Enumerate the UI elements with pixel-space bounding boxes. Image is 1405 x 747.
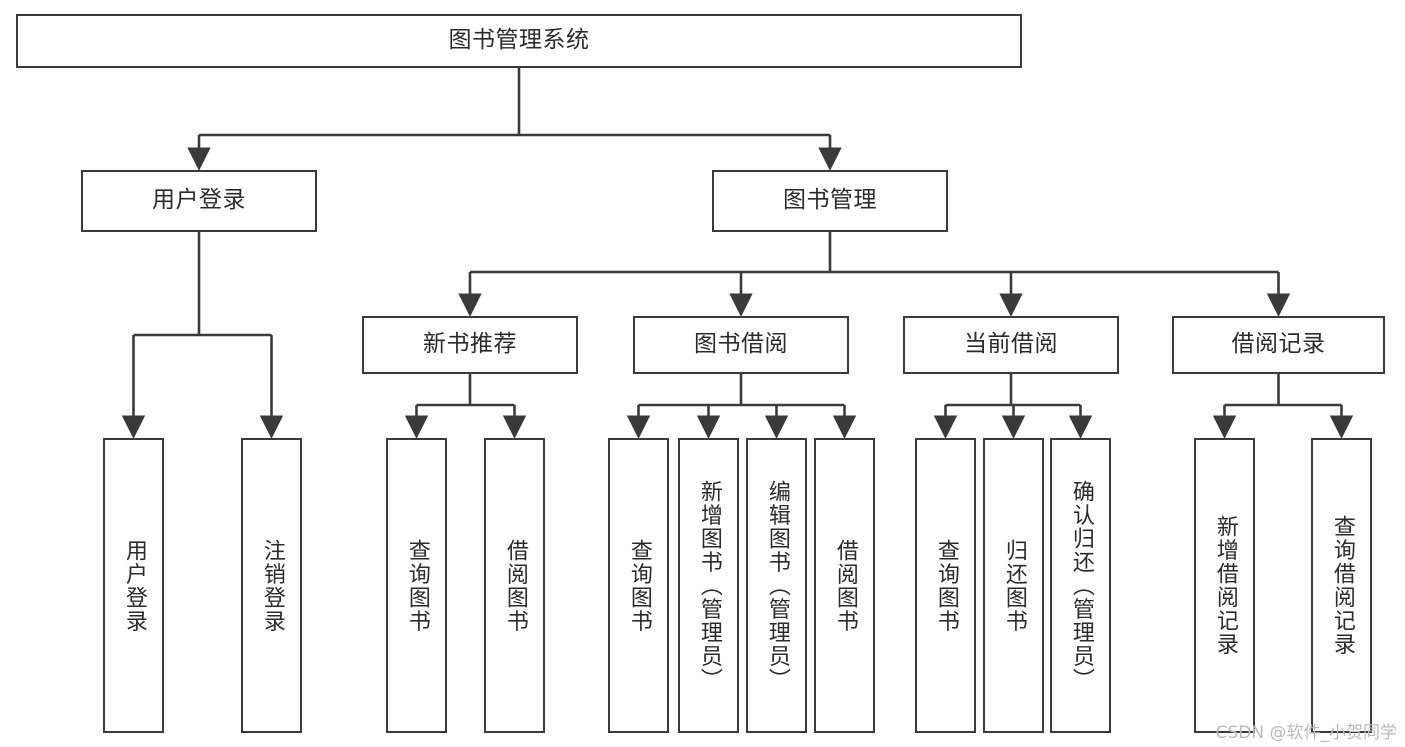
flow-node[interactable]: 当前借阅	[903, 316, 1119, 374]
flow-node[interactable]: 新书推荐	[362, 316, 578, 374]
flow-node[interactable]: 注销登录	[241, 438, 302, 733]
flow-node-label: 注销登录	[259, 538, 285, 633]
flow-node-label: 图书管理	[783, 187, 877, 214]
flow-node[interactable]: 借阅记录	[1172, 316, 1385, 374]
flow-node[interactable]: 图书借阅	[633, 316, 849, 374]
flow-node[interactable]: 新增图书（管理员）	[678, 438, 739, 733]
flow-node-label: 借阅记录	[1231, 331, 1326, 358]
flow-node-label: 用户登录	[121, 538, 147, 633]
flow-node-label: 用户登录	[152, 187, 246, 214]
flow-node-label: 确认归还（管理员）	[1068, 479, 1094, 692]
flow-node[interactable]: 图书管理	[712, 170, 948, 232]
flow-node-label: 新增借阅记录	[1212, 515, 1238, 656]
flow-node-label: 归还图书	[1001, 538, 1027, 633]
flow-node-label: 查询图书	[933, 538, 959, 633]
flow-node-label: 图书管理系统	[448, 27, 590, 54]
flow-node[interactable]: 查询图书	[386, 438, 447, 733]
watermark: CSDN @软件_小贺同学	[1215, 723, 1397, 743]
flow-node-label: 借阅图书	[502, 538, 528, 633]
flow-node[interactable]: 图书管理系统	[16, 14, 1022, 68]
flow-node-label: 查询图书	[404, 538, 430, 633]
flow-node-label: 图书借阅	[694, 331, 788, 358]
flow-node[interactable]: 借阅图书	[484, 438, 545, 733]
flow-node-label: 新增图书（管理员）	[696, 479, 722, 692]
flow-node[interactable]: 查询图书	[608, 438, 669, 733]
flow-node[interactable]: 借阅图书	[814, 438, 875, 733]
flow-node-label: 编辑图书（管理员）	[764, 479, 790, 692]
flow-node-label: 查询图书	[626, 538, 652, 633]
flow-node[interactable]: 新增借阅记录	[1194, 438, 1255, 733]
flow-node-label: 借阅图书	[832, 538, 858, 633]
flow-node[interactable]: 确认归还（管理员）	[1050, 438, 1111, 733]
flow-node[interactable]: 归还图书	[983, 438, 1044, 733]
flow-node[interactable]: 编辑图书（管理员）	[746, 438, 807, 733]
flow-node-label: 查询借阅记录	[1329, 515, 1355, 656]
flow-node-label: 新书推荐	[423, 331, 517, 358]
flow-node[interactable]: 用户登录	[81, 170, 317, 232]
flow-node[interactable]: 查询借阅记录	[1311, 438, 1372, 733]
flow-node[interactable]: 查询图书	[915, 438, 976, 733]
flow-node-label: 当前借阅	[964, 331, 1058, 358]
flow-node[interactable]: 用户登录	[103, 438, 164, 733]
